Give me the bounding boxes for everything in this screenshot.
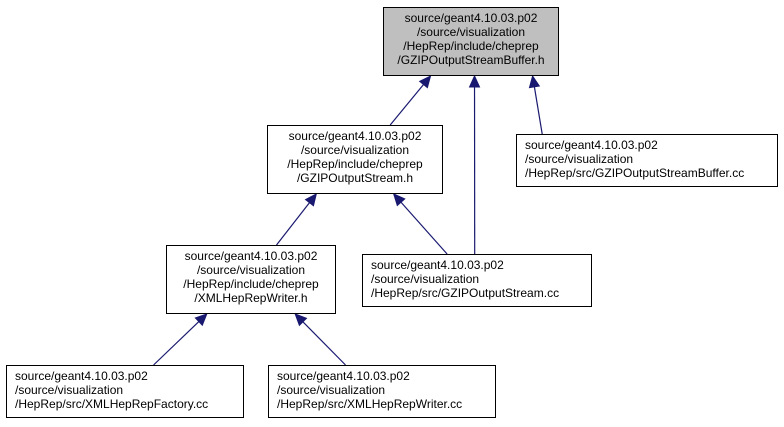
node-line: source/geant4.10.03.p02 [404, 11, 538, 25]
node-line: source/geant4.10.03.p02 [525, 138, 658, 152]
node-line: /source/visualization [277, 383, 386, 397]
node-line: source/geant4.10.03.p02 [277, 369, 410, 383]
edge-line-xml_factory_cc-to-xml_writer_h [153, 321, 200, 366]
node-line: /source/visualization [371, 272, 480, 286]
edge-arrowhead-xml_factory_cc-to-xml_writer_h [194, 313, 208, 327]
node-line: /source/visualization [525, 152, 634, 166]
node-line: /HepRep/src/XMLHepRepFactory.cc [15, 397, 209, 411]
node-xml-heprep-factory-cc[interactable]: source/geant4.10.03.p02 /source/visualiz… [6, 365, 244, 418]
edge-line-xml_writer_h-to-gzip_stream_h [276, 202, 310, 246]
node-line: /HepRep/include/cheprep [403, 39, 539, 53]
node-line: source/geant4.10.03.p02 [288, 129, 422, 143]
edge-line-gzip_stream_cc-to-gzip_stream_h [400, 201, 448, 255]
node-line: source/geant4.10.03.p02 [15, 369, 148, 383]
edge-arrowhead-xml_writer_h-to-gzip_stream_h [304, 193, 318, 207]
edge-arrowhead-gzip_buffer_cc-to-gzip_buffer_h [528, 74, 541, 89]
node-line: source/geant4.10.03.p02 [371, 258, 504, 272]
node-line: /HepRep/src/XMLHepRepWriter.cc [277, 397, 463, 411]
node-gzip-output-stream-buffer-h: source/geant4.10.03.p02 /source/visualiz… [383, 7, 559, 76]
node-line: /HepRep/src/GZIPOutputStreamBuffer.cc [525, 166, 745, 180]
edge-arrowhead-gzip_stream_cc-to-gzip_stream_h [392, 193, 406, 207]
node-line: /source/visualization [15, 383, 124, 397]
edge-arrowhead-gzip_stream_cc-to-gzip_buffer_h [468, 74, 481, 88]
node-line: /HepRep/include/cheprep [287, 157, 423, 171]
edge-line-xml_writer_cc-to-xml_writer_h [302, 321, 346, 366]
node-line: /source/visualization [300, 143, 410, 157]
node-line: /source/visualization [416, 25, 526, 39]
edge-line-gzip_stream_h-to-gzip_buffer_h [389, 84, 424, 126]
edge-arrowhead-xml_writer_cc-to-xml_writer_h [294, 313, 308, 327]
node-gzip-output-stream-buffer-cc[interactable]: source/geant4.10.03.p02 /source/visualiz… [516, 134, 778, 187]
node-line: /GZIPOutputStream.h [296, 171, 414, 185]
node-line: /GZIPOutputStreamBuffer.h [397, 53, 545, 67]
node-line: /HepRep/src/GZIPOutputStream.cc [371, 286, 560, 300]
node-line: /HepRep/include/cheprep [183, 277, 319, 291]
node-gzip-output-stream-cc[interactable]: source/geant4.10.03.p02 /source/visualiz… [362, 254, 592, 307]
edge-line-gzip_buffer_cc-to-gzip_buffer_h [533, 86, 543, 135]
node-line: source/geant4.10.03.p02 [184, 249, 318, 263]
node-xml-heprep-writer-h[interactable]: source/geant4.10.03.p02 /source/visualiz… [166, 245, 336, 314]
node-gzip-output-stream-h[interactable]: source/geant4.10.03.p02 /source/visualiz… [267, 125, 443, 194]
edge-arrowhead-gzip_stream_h-to-gzip_buffer_h [418, 75, 432, 89]
node-line: /source/visualization [196, 263, 306, 277]
node-xml-heprep-writer-cc[interactable]: source/geant4.10.03.p02 /source/visualiz… [268, 365, 496, 418]
node-line: /XMLHepRepWriter.h [194, 291, 308, 305]
